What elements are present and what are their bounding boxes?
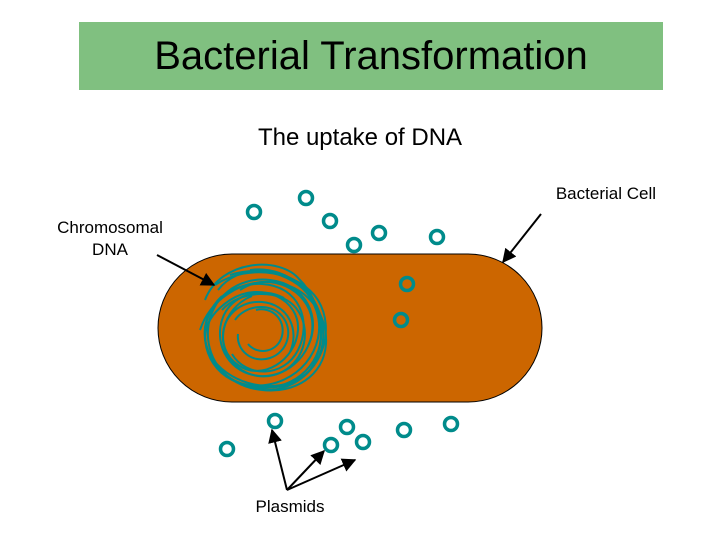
pointer-arrows [156,213,542,491]
plasmid [392,311,410,329]
chromosomal-dna-label-line-2: DNA [92,240,128,259]
subtitle: The uptake of DNA [257,124,463,151]
chromosomal-dna-arrow [156,254,216,286]
bacterial-cell-label: Bacterial Cell [555,184,656,203]
plasmid [428,228,446,246]
plasmid [354,433,372,451]
plasmid [321,212,339,230]
plasmid-arrow-1 [268,428,288,491]
plasmid-arrow-2 [286,449,325,491]
plasmid [395,421,413,439]
plasmid [398,275,416,293]
plasmid [442,415,460,433]
bacterial-cell-arrow [502,213,542,264]
plasmid [218,440,236,458]
plasmid [322,436,340,454]
plasmid [345,236,363,254]
plasmids-label: Plasmids [255,497,325,516]
chromosomal-dna-label-line-1: Chromosomal [57,218,163,237]
title-banner: Bacterial Transformation [79,22,663,90]
plasmid-arrow-3 [286,458,357,491]
chromosomal-dna-tangle [199,263,328,392]
bacterial-cell [157,253,543,403]
chromosomal-dna-label: Chromosomal DNA [40,217,180,261]
page-title: Bacterial Transformation [154,33,588,78]
plasmid [297,189,315,207]
plasmid [370,224,388,242]
plasmid [266,412,284,430]
plasmid [245,203,263,221]
plasmid [338,418,356,436]
plasmids [218,189,460,458]
